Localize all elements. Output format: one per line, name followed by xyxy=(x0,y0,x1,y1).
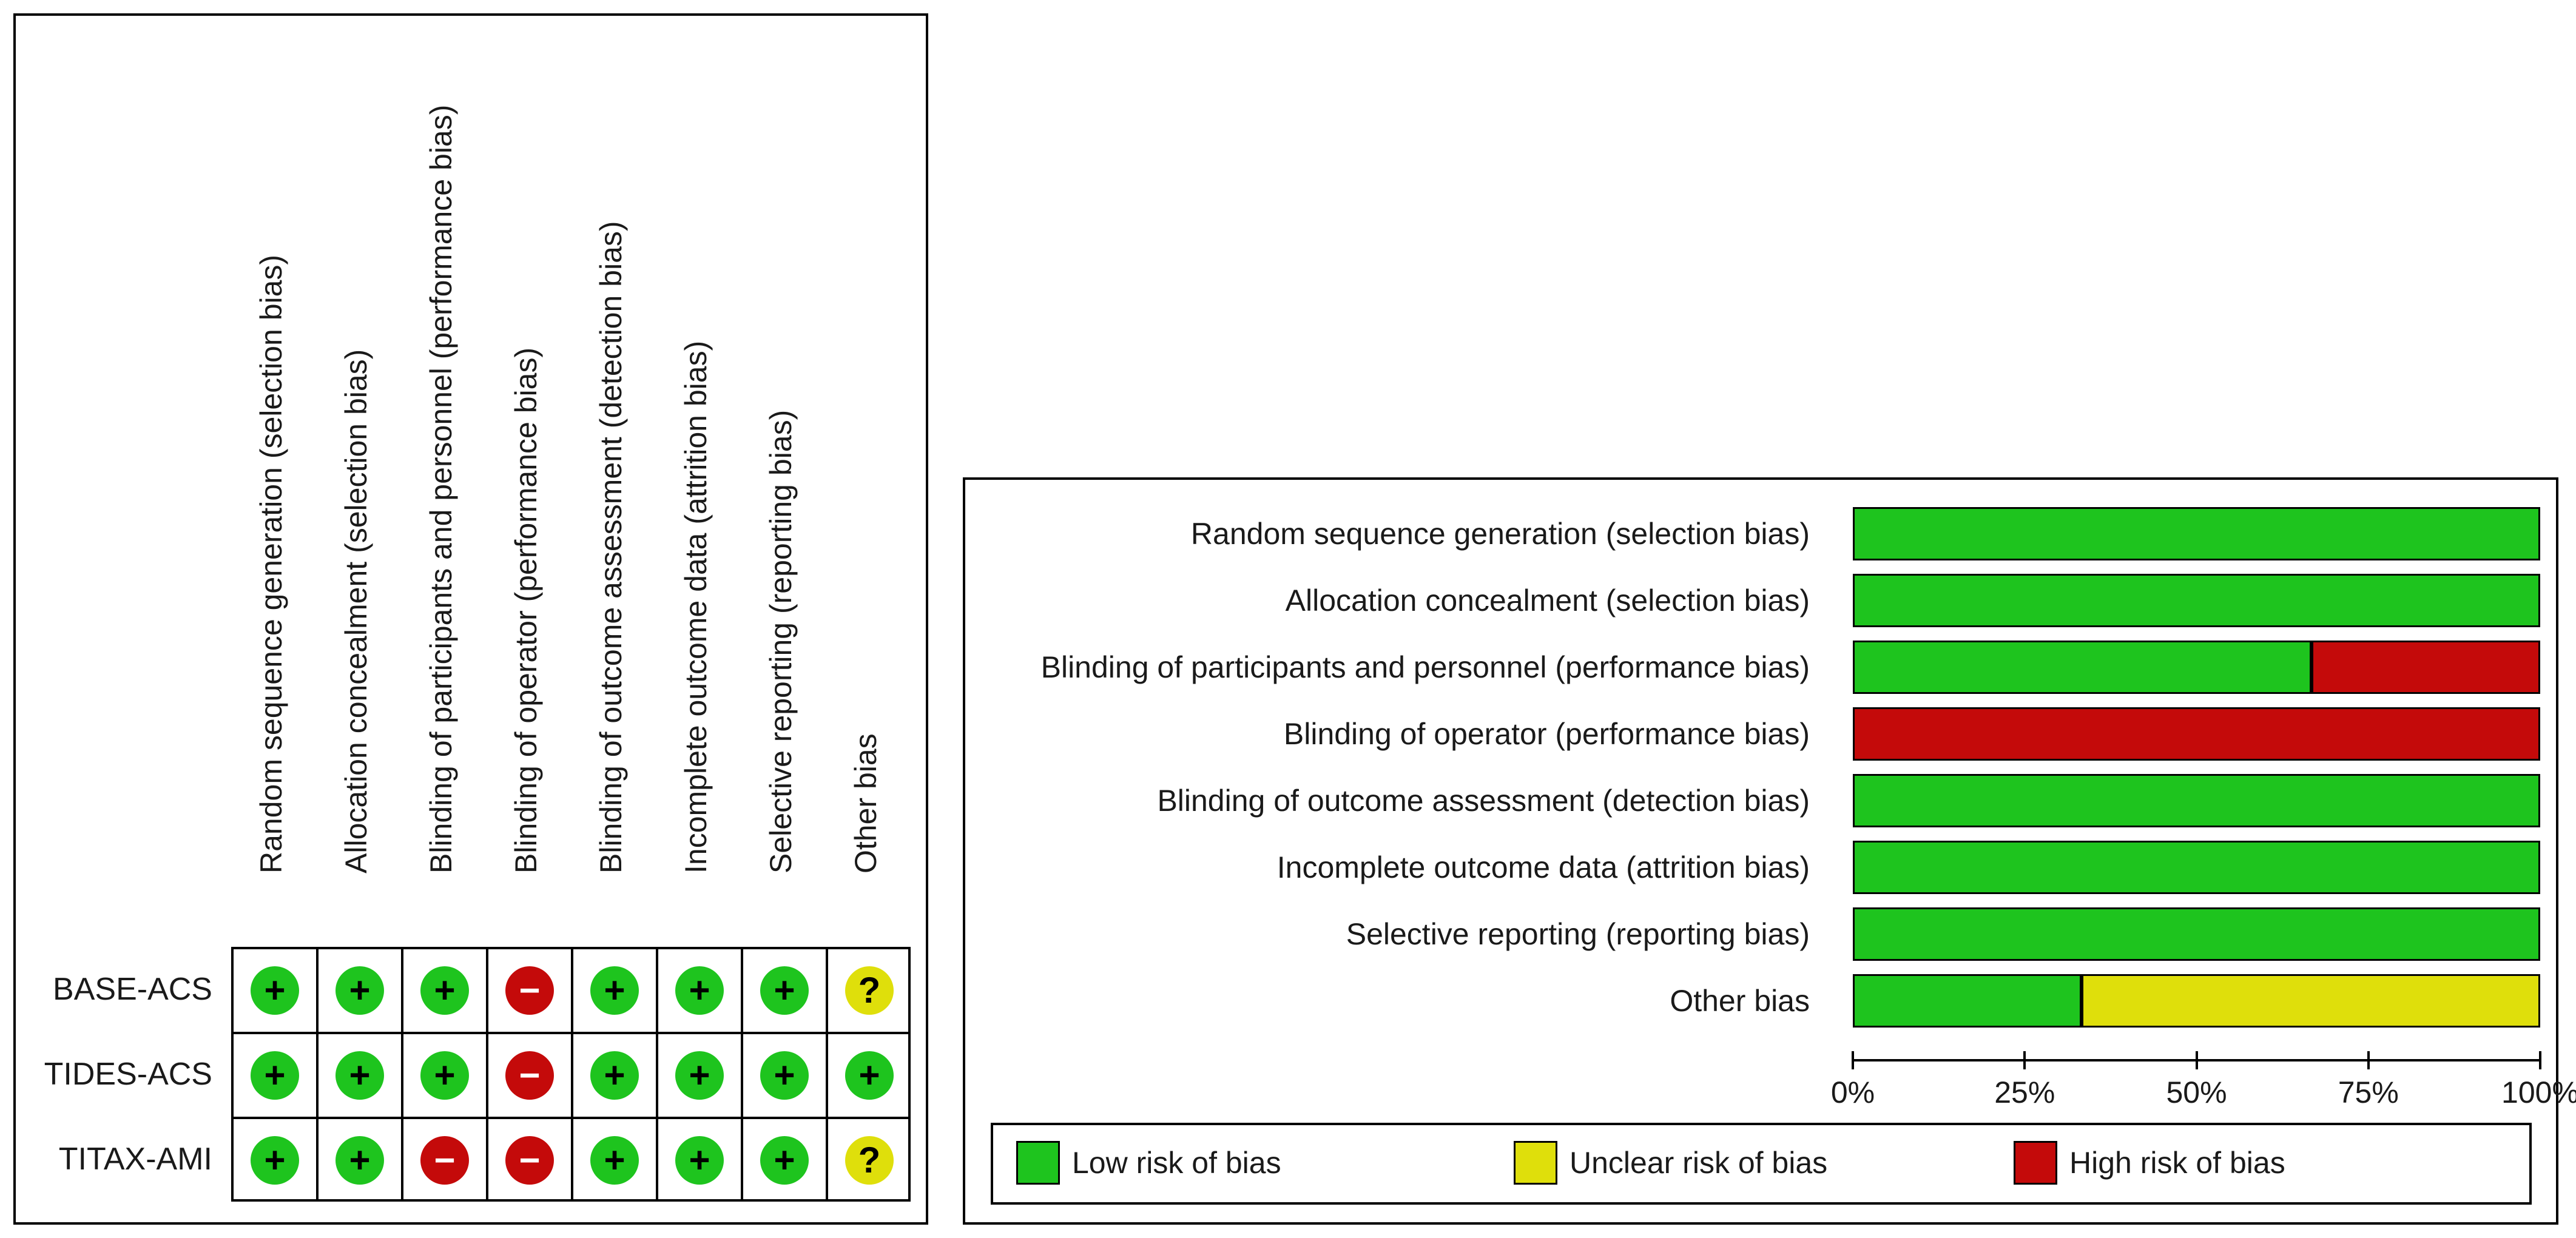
column-header-label: Blinding of outcome assessment (detectio… xyxy=(594,221,628,873)
bar-segment-low xyxy=(1853,507,2540,560)
x-axis-tick xyxy=(2023,1051,2026,1069)
grid-divider xyxy=(486,949,488,1199)
rob-judgement-low: + xyxy=(335,966,384,1015)
column-header-label: Incomplete outcome data (attrition bias) xyxy=(679,340,713,873)
risk-of-bias-graph-panel: Random sequence generation (selection bi… xyxy=(963,477,2576,1225)
domain-label: Selective reporting (reporting bias) xyxy=(1346,917,1810,951)
x-axis-tick xyxy=(1852,1051,1854,1069)
rob-judgement-low: + xyxy=(335,1136,384,1185)
domain-label: Allocation concealment (selection bias) xyxy=(1285,584,1810,617)
x-axis-tick-label: 50% xyxy=(2166,1075,2227,1109)
grid-divider xyxy=(741,949,743,1199)
rob-judgement-low: + xyxy=(335,1051,384,1100)
domain-label: Blinding of outcome assessment (detectio… xyxy=(1157,784,1810,818)
bar-segment-high xyxy=(1853,707,2540,761)
legend: Low risk of bias Unclear risk of bias Hi… xyxy=(991,1123,2532,1205)
bar-segment-low xyxy=(1853,641,2311,694)
study-label: TITAX-AMI xyxy=(58,1142,212,1177)
risk-of-bias-summary-panel: Random sequence generation (selection bi… xyxy=(13,13,928,1225)
column-header-label: Random sequence generation (selection bi… xyxy=(254,254,288,873)
rob-judgement-high: − xyxy=(505,1051,554,1100)
rob-judgement-low: + xyxy=(760,1051,809,1100)
domain-label: Incomplete outcome data (attrition bias) xyxy=(1276,850,1810,884)
legend-label-unclear: Unclear risk of bias xyxy=(1570,1146,1828,1180)
grid-divider xyxy=(571,949,573,1199)
risk-of-bias-grid: +++−+++?+++−++++++−−+++? xyxy=(231,947,911,1202)
rob-judgement-low: + xyxy=(590,1051,639,1100)
rob-judgement-low: + xyxy=(251,1051,299,1100)
rob-judgement-low: + xyxy=(845,1051,894,1100)
column-header-label: Selective reporting (reporting bias) xyxy=(764,409,798,873)
x-axis-tick-label: 100% xyxy=(2501,1075,2576,1109)
column-header-label: Other bias xyxy=(849,733,883,873)
rob-judgement-low: + xyxy=(675,966,724,1015)
column-header-label: Allocation concealment (selection bias) xyxy=(339,349,373,873)
rob-judgement-low: + xyxy=(675,1051,724,1100)
x-axis-tick xyxy=(2367,1051,2370,1069)
study-label: TIDES-ACS xyxy=(44,1057,212,1092)
rob-judgement-low: + xyxy=(590,966,639,1015)
column-header-label: Blinding of participants and personnel (… xyxy=(424,104,458,873)
domain-label: Other bias xyxy=(1670,984,1810,1018)
x-axis-tick-label: 25% xyxy=(1994,1075,2055,1109)
legend-swatch-low xyxy=(1016,1141,1060,1185)
x-axis-tick xyxy=(2539,1051,2541,1069)
rob-judgement-low: + xyxy=(760,966,809,1015)
rob-judgement-unclear: ? xyxy=(845,966,894,1015)
bar-segment-low xyxy=(1853,974,2082,1028)
x-axis-tick-label: 75% xyxy=(2338,1075,2399,1109)
bar-segment-low xyxy=(1853,907,2540,961)
grid-divider xyxy=(234,1117,908,1119)
grid-divider xyxy=(401,949,403,1199)
legend-label-high: High risk of bias xyxy=(2069,1146,2285,1180)
rob-judgement-low: + xyxy=(675,1136,724,1185)
x-axis-tick-label: 0% xyxy=(1830,1075,1875,1109)
domain-label: Random sequence generation (selection bi… xyxy=(1190,517,1810,551)
rob-judgement-high: − xyxy=(420,1136,469,1185)
rob-judgement-high: − xyxy=(505,966,554,1015)
domain-label: Blinding of participants and personnel (… xyxy=(1040,650,1810,684)
grid-divider xyxy=(656,949,658,1199)
rob-judgement-low: + xyxy=(251,1136,299,1185)
rob-judgement-low: + xyxy=(760,1136,809,1185)
grid-divider xyxy=(316,949,319,1199)
bar-segment-low xyxy=(1853,774,2540,827)
bar-segment-low xyxy=(1853,841,2540,894)
rob-judgement-low: + xyxy=(590,1136,639,1185)
rob-judgement-low: + xyxy=(420,966,469,1015)
legend-swatch-high xyxy=(2014,1141,2057,1185)
grid-divider xyxy=(234,1032,908,1034)
legend-label-low: Low risk of bias xyxy=(1072,1146,1281,1180)
rob-judgement-unclear: ? xyxy=(845,1136,894,1185)
rob-judgement-low: + xyxy=(251,966,299,1015)
study-label: BASE-ACS xyxy=(53,972,212,1007)
bar-segment-unclear xyxy=(2082,974,2540,1028)
rob-judgement-high: − xyxy=(505,1136,554,1185)
column-header-label: Blinding of operator (performance bias) xyxy=(509,347,543,873)
grid-divider xyxy=(826,949,828,1199)
rob-judgement-low: + xyxy=(420,1051,469,1100)
domain-label: Blinding of operator (performance bias) xyxy=(1283,717,1810,751)
x-axis-tick xyxy=(2195,1051,2198,1069)
legend-swatch-unclear xyxy=(1514,1141,1557,1185)
bar-segment-low xyxy=(1853,574,2540,627)
bar-segment-high xyxy=(2311,641,2540,694)
